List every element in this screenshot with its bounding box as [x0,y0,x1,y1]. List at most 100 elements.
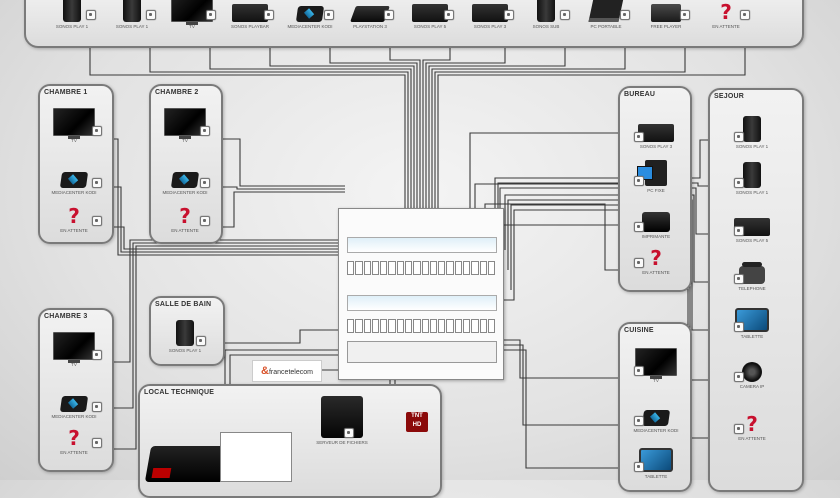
device-label: EN ATTENTE [60,450,88,455]
network-jack [634,176,644,186]
spk3-icon [232,4,268,22]
panel-port-row [347,319,496,333]
device-label: PC PORTABLE [590,24,622,29]
phone-icon [739,262,765,284]
device-label: SONOS PLAY 5 [413,24,447,29]
sejour-device-6: CAMERA IP [722,354,782,389]
local-technique-device-1: SERVEUR DE FICHIERS [312,396,372,445]
top-device-5: MEDIACENTER KODI [280,0,340,29]
network-jack [634,416,644,426]
device-label: SERVEUR DE FICHIERS [316,440,368,445]
network-jack [92,126,102,136]
home-network-diagram: CHAMBRE 1 CHAMBRE 2 CHAMBRE 3 SALLE DE B… [0,0,840,480]
chambre3-device-3: ?EN ATTENTE [44,420,104,455]
network-jack [734,274,744,284]
network-jack [634,258,644,268]
salle-de-bain-device-1: SONOS PLAY 1 [155,318,215,353]
top-device-11: FREE PLAYER [636,0,696,29]
chambre1-device-1: TV [44,108,104,143]
chambre2-device-1: TV [155,108,215,143]
spk-icon [537,0,555,22]
spk-icon [743,116,761,142]
panel-modem-slot [347,341,497,363]
spk3-icon [412,4,448,22]
printer-icon [642,212,670,232]
tablet-icon [735,308,769,332]
room-title: CHAMBRE 1 [44,89,88,96]
device-label: EN ATTENTE [712,24,740,29]
room-title: SALLE DE BAIN [155,301,212,308]
device-label: EN ATTENTE [60,228,88,233]
laptop-icon [588,0,624,22]
device-label: SONOS PLAY 1 [115,24,149,29]
device-label: SONOS PLAY 1 [55,24,89,29]
device-label: SONOS PLAY 3 [639,144,673,149]
network-jack [634,222,644,232]
kodi-icon [170,172,200,188]
network-jack [200,216,210,226]
francetelecom-logo: &francetelecom [252,360,322,382]
network-jack [196,336,206,346]
top-device-2: SONOS PLAY 1 [102,0,162,29]
network-jack [444,10,454,20]
spk-icon [743,162,761,188]
network-jack [92,216,102,226]
room-title: CHAMBRE 2 [155,89,199,96]
device-label: MEDIACENTER KODI [162,190,208,195]
spk3-icon [638,124,674,142]
device-label: PLAYSTATION 3 [353,24,387,29]
top-device-1: SONOS PLAY 1 [42,0,102,29]
device-label: PC FIXE [647,188,665,193]
network-jack [620,10,630,20]
spk-icon [123,0,141,22]
tnt-logo-line: HD [412,422,422,428]
room-title: CHAMBRE 3 [44,313,88,320]
tv-icon [53,108,95,139]
room-title: LOCAL TECHNIQUE [144,389,215,396]
top-device-12: ?EN ATTENTE [696,0,756,29]
tablet-icon [639,448,673,472]
device-label: TV [189,24,195,29]
device-label: SONOS PLAY 3 [473,24,507,29]
cam-icon [742,362,762,382]
bureau-device-3: IMPRIMANTE [626,204,686,239]
device-label: MEDIACENTER KODI [51,190,97,195]
sejour-device-7: ?EN ATTENTE [722,406,782,441]
device-label: TV [71,138,77,143]
bureau-device-4: ?EN ATTENTE [626,240,686,275]
room-bureau: BUREAU [618,86,692,292]
device-label: SONOS PLAYBAR [231,24,269,29]
top-device-7: SONOS PLAY 5 [400,0,460,29]
device-label: SONOS PLAY 1 [735,144,769,149]
device-label: MEDIACENTER KODI [287,24,333,29]
device-label: TV [182,138,188,143]
device-label: TV [71,362,77,367]
sejour-device-5: TABLETTE [722,304,782,339]
network-jack [680,10,690,20]
chambre2-device-3: ?EN ATTENTE [155,198,215,233]
spk-icon [63,0,81,22]
question-icon: ? [68,204,80,228]
chambre3-device-2: MEDIACENTER KODI [44,384,104,419]
network-jack [92,402,102,412]
network-jack [384,10,394,20]
panel-port-row [347,261,496,275]
device-label: EN ATTENTE [738,436,766,441]
device-label: SONOS PLAY 1 [735,190,769,195]
device-label: TABLETTE [644,474,668,479]
cuisine-device-3: TABLETTE [626,444,686,479]
network-jack [734,132,744,142]
device-label: FREE PLAYER [650,24,682,29]
room-title: BUREAU [624,91,656,98]
sejour-device-2: SONOS PLAY 1 [722,160,782,195]
question-icon: ? [68,426,80,450]
room-title: SEJOUR [714,93,744,100]
room-title: CUISINE [624,327,654,334]
network-jack [734,226,744,236]
top-device-8: SONOS PLAY 3 [460,0,520,29]
network-jack [634,462,644,472]
francetelecom-logo-text: francetelecom [268,369,313,376]
device-label: TV [653,378,659,383]
device-label: TABLETTE [740,334,764,339]
